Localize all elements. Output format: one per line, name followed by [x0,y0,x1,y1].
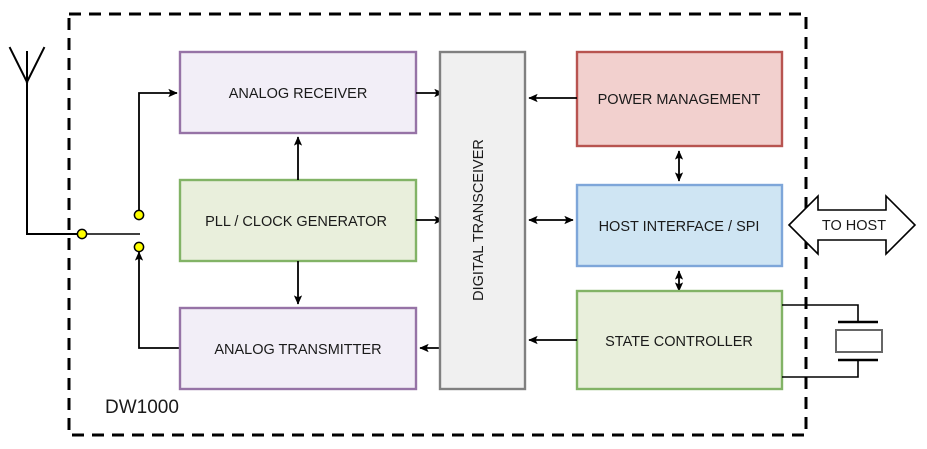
pll-clock-generator-label: PLL / CLOCK GENERATOR [205,214,387,230]
junction-dot-tx [133,241,145,253]
connector-transmitter-to-switch [134,251,179,349]
analog-transmitter-box[interactable] [178,306,418,391]
to-host-arrow-shape [787,194,917,256]
block-pll-clock-generator[interactable]: PLL / CLOCK GENERATOR [178,178,418,263]
analog-receiver-label: ANALOG RECEIVER [229,86,368,102]
block-power-management[interactable]: POWER MANAGEMENT [575,50,784,148]
crystal-oscillator-symbol [782,304,883,378]
block-host-interface-spi[interactable]: HOST INTERFACE / SPI [575,183,784,268]
connector-switch-to-receiver [138,88,178,211]
state-controller-label: STATE CONTROLLER [605,334,753,350]
analog-transmitter-label: ANALOG TRANSMITTER [214,342,381,358]
power-management-box[interactable] [575,50,784,148]
junction-dot-rx [133,209,145,221]
host-interface-spi-label: HOST INTERFACE / SPI [599,219,760,235]
to-host-label: TO HOST [822,218,886,234]
antenna-symbol [8,46,83,235]
block-digital-transceiver[interactable]: DIGITAL TRANSCEIVER [438,50,527,391]
chip-label: DW1000 [105,397,179,418]
host-interface-spi-box[interactable] [575,183,784,268]
block-analog-receiver[interactable]: ANALOG RECEIVER [178,50,418,135]
to-host-arrow: TO HOST [787,194,917,256]
junction-dot-antenna [76,228,88,240]
digital-transceiver-box[interactable] [438,50,527,391]
power-management-label: POWER MANAGEMENT [598,92,761,108]
analog-receiver-box[interactable] [178,50,418,135]
block-analog-transmitter[interactable]: ANALOG TRANSMITTER [178,306,418,391]
block-state-controller[interactable]: STATE CONTROLLER [575,289,784,391]
rf-switch-symbol [76,209,145,253]
crystal-body [835,329,883,353]
state-controller-box[interactable] [575,289,784,391]
digital-transceiver-label: DIGITAL TRANSCEIVER [471,139,487,301]
